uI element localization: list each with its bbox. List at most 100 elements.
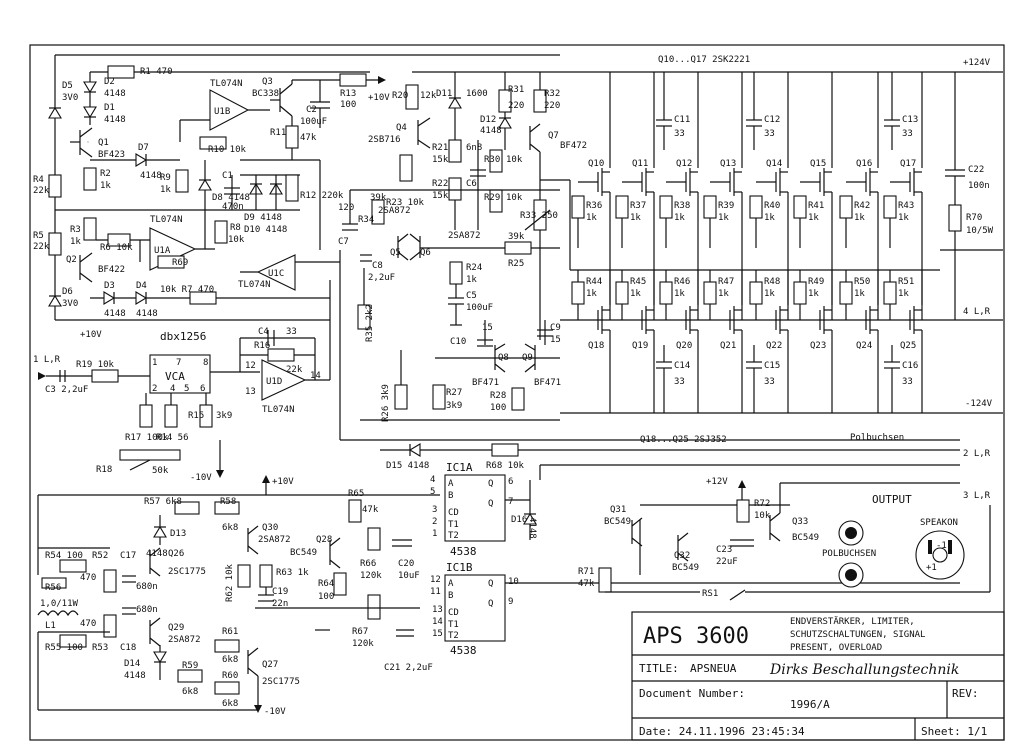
ic1a-pin-label: T1 — [448, 520, 459, 530]
label-d5v: 3V0 — [62, 93, 78, 103]
tb-docnum-label: Document Number: — [639, 687, 745, 700]
rail-pos-label: +124V — [963, 58, 991, 68]
label-q33v: BC549 — [792, 533, 819, 543]
label-r11: R11 — [270, 128, 286, 138]
label-d2v: 4148 — [104, 89, 126, 99]
speakon-pin-plus: +1 — [926, 563, 937, 573]
label-r16: R16 — [254, 341, 270, 351]
relay-driver-section: +12V R72 10k Q31 BC549 Q32 BC549 C23 22u… — [578, 477, 991, 601]
ic1a-pin-label: A — [448, 479, 454, 489]
label-r53v: 470 — [80, 619, 96, 629]
label-c2: C2 — [306, 105, 317, 115]
label-r54: R54 100 — [45, 551, 83, 561]
label-top-res-value: 1k — [674, 213, 685, 223]
dc-detector-section: R57 6k8 R58 6k8 D13 4148 Q26 2SC1775 Q30… — [37, 494, 440, 717]
vca-section: +10V dbx1256 VCA 1 7 8 2 4 5 6 1 L,R C3 … — [33, 280, 331, 483]
connector-out4: 4 L,R — [963, 307, 991, 317]
label-r70: R70 — [966, 213, 982, 223]
bot-gate-resistor — [793, 281, 807, 305]
label-d14: D14 — [124, 659, 140, 669]
top-gate-resistor — [703, 195, 717, 219]
label-r17: R17 100k — [125, 433, 169, 443]
label-r22v: 15k — [432, 191, 449, 201]
label-r58v: 6k8 — [222, 523, 238, 533]
label-top-res-value: 1k — [854, 213, 865, 223]
label-ic1a: IC1A — [446, 461, 473, 474]
label-bot-fet: Q23 — [810, 341, 826, 351]
ic1b-pin-label: CD — [448, 608, 459, 618]
label-top-fet: Q14 — [766, 159, 782, 169]
label-r53: R53 — [92, 643, 108, 653]
bot-gate-resistor — [659, 281, 673, 305]
label-r12: R12 220k — [300, 191, 344, 201]
label-u1dt: TL074N — [262, 405, 295, 415]
connector-in1[interactable]: 1 L,R — [33, 355, 61, 365]
ic1a-pin-label: Q — [488, 479, 493, 489]
ic1a-pin-label: 1 — [432, 529, 437, 539]
label-r24v: 1k — [466, 275, 477, 285]
label-r10: R10 10k — [208, 145, 247, 155]
label-c17v: 680n — [136, 582, 158, 592]
label-top-cap: C12 — [764, 115, 780, 125]
label-ic1b: IC1B — [446, 561, 473, 574]
label-top-res-value: 1k — [764, 213, 775, 223]
label-r34v: 39k — [370, 193, 387, 203]
label-output: OUTPUT — [872, 493, 912, 506]
label-r64v: 100 — [318, 592, 334, 602]
label-top-fet: Q11 — [632, 159, 648, 169]
label-r60: R60 — [222, 671, 238, 681]
label-top-res: R40 — [764, 201, 780, 211]
label-r25v: 39k — [508, 232, 525, 242]
label-c21: C21 2,2uF — [384, 663, 433, 673]
voltage-amp-section: R20 12k D11 1600 Q4 2SB716 R21 15k R22 1… — [338, 71, 991, 471]
label-r64: R64 — [318, 579, 334, 589]
ic1a-pin-label: 4 — [430, 475, 435, 485]
label-r11v: 47k — [300, 133, 317, 143]
label-bot-cap: C15 — [764, 361, 780, 371]
label-d4: D4 — [136, 281, 147, 291]
label-bot-res-value: 1k — [808, 289, 819, 299]
ic1b-pin-label: T2 — [448, 631, 459, 641]
label-r6: R6 10k — [100, 243, 133, 253]
tb-title-label: TITLE: — [639, 662, 679, 675]
label-plus10v-c: +10V — [272, 477, 294, 487]
label-top-res: R42 — [854, 201, 870, 211]
label-q28: Q28 — [316, 535, 332, 545]
label-c22: C22 — [968, 165, 984, 175]
label-top-res: R43 — [898, 201, 914, 211]
label-r3v: 1k — [70, 237, 81, 247]
label-r8: R8 — [230, 223, 241, 233]
label-r2: R2 — [100, 169, 111, 179]
label-q31: Q31 — [610, 505, 626, 515]
label-d14v: 4148 — [124, 671, 146, 681]
label-q31v: BC549 — [604, 517, 631, 527]
label-minus10v-a: -10V — [190, 473, 212, 483]
connector-out3: 3 L,R — [963, 491, 991, 501]
label-r65: R65 — [348, 489, 364, 499]
label-bot-res: R49 — [808, 277, 824, 287]
label-r28: R28 — [490, 391, 506, 401]
label-r55: R55 100 — [45, 643, 83, 653]
polbuchsen-small-label: Polbuchsen — [850, 433, 904, 443]
label-q9v: BF471 — [534, 378, 561, 388]
label-d6v: 3V0 — [62, 299, 78, 309]
label-top-cap-value: 33 — [902, 129, 913, 139]
bot-gate-resistor — [883, 281, 897, 305]
ic1b-pin-label: Q — [488, 599, 493, 609]
label-r62: R62 10k — [225, 563, 235, 602]
label-r22: R22 — [432, 179, 448, 189]
label-d6: D6 — [62, 287, 73, 297]
limiter-section: R1 470 D2 4148 D1 4148 D5 3V0 R4 22k R5 … — [33, 54, 560, 440]
vca-pin1: 1 — [152, 358, 157, 368]
label-q8v: BF471 — [472, 378, 499, 388]
label-r24: R24 — [466, 263, 482, 273]
label-r5: R5 — [33, 231, 44, 241]
label-d9: D9 4148 — [244, 213, 282, 223]
label-r27: R27 — [446, 388, 462, 398]
label-r58: R58 — [220, 497, 236, 507]
label-d12: D12 — [480, 115, 496, 125]
rail-negative: -124V Q18...Q25 2SJ352 — [560, 399, 1003, 445]
label-r69: R69 — [172, 258, 188, 268]
label-q1v: BF423 — [98, 150, 125, 160]
